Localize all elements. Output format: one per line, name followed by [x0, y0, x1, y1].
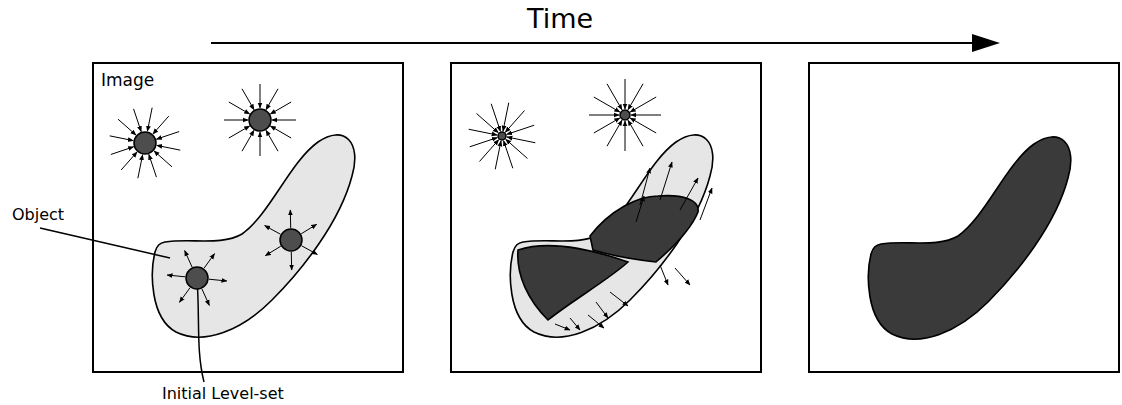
force-arrow — [153, 116, 169, 134]
force-arrow — [596, 302, 608, 318]
time-arrowhead — [972, 34, 1000, 52]
force-arrow — [167, 275, 185, 277]
force-arrow — [507, 125, 534, 134]
force-arrow — [157, 145, 181, 150]
force-arrow — [266, 89, 278, 110]
force-arrow — [111, 147, 134, 155]
force-arrow — [204, 254, 215, 269]
force-arrow — [555, 324, 570, 330]
level-set-seed — [186, 267, 208, 289]
image-frame — [809, 63, 1119, 372]
force-arrow — [185, 251, 192, 267]
force-arrow — [495, 141, 501, 169]
force-arrow — [270, 102, 291, 114]
level-set-region — [518, 246, 628, 320]
axis-label: Time — [527, 3, 593, 34]
level-set-seed — [134, 132, 156, 154]
force-arrow — [675, 268, 690, 285]
force-arrow — [266, 130, 278, 151]
force-arrow — [242, 89, 254, 110]
panel-title: Image — [101, 70, 154, 90]
image-frame — [451, 63, 761, 372]
callout-label: Initial Level-set — [162, 384, 284, 403]
force-arrow — [700, 188, 712, 220]
force-arrow — [507, 137, 535, 143]
force-arrow — [134, 109, 142, 132]
force-arrow — [229, 102, 250, 114]
force-arrow — [260, 84, 261, 108]
force-arrow — [625, 121, 626, 151]
object-shape — [152, 135, 354, 337]
callout-label: Object — [12, 205, 64, 224]
force-arrow — [202, 289, 209, 305]
force-arrow — [147, 108, 152, 132]
force-arrow — [636, 196, 644, 222]
object-shape — [510, 135, 712, 337]
level-set-seed — [249, 109, 271, 131]
force-arrow — [272, 120, 296, 121]
force-arrow — [302, 246, 318, 255]
force-arrow — [470, 138, 497, 147]
force-arrow — [179, 288, 190, 303]
force-arrow — [589, 115, 619, 116]
force-arrow — [121, 152, 137, 170]
level-set-seed — [620, 110, 630, 120]
force-arrow — [680, 178, 698, 210]
force-arrow — [660, 162, 672, 200]
leader-line — [197, 278, 204, 382]
force-arrow — [290, 210, 291, 228]
time-arrow — [211, 42, 975, 44]
force-arrow — [625, 79, 626, 109]
force-arrow — [270, 126, 291, 138]
force-arrow — [118, 119, 136, 135]
force-arrow — [630, 97, 656, 112]
force-arrow — [265, 246, 280, 255]
force-arrow — [265, 226, 281, 235]
force-arrow — [631, 115, 661, 116]
force-arrow — [628, 120, 643, 146]
force-arrow — [301, 224, 316, 233]
level-set-seed — [498, 132, 506, 140]
image-frame: Image — [92, 62, 404, 373]
force-arrow — [503, 103, 509, 131]
force-arrow — [291, 252, 292, 270]
leader-line — [40, 228, 170, 258]
force-arrow — [156, 132, 179, 140]
force-arrow — [610, 292, 628, 306]
force-arrow — [504, 141, 513, 168]
force-arrow — [607, 84, 622, 110]
force-arrow — [588, 315, 604, 328]
force-arrow — [660, 265, 668, 285]
force-arrow — [224, 120, 248, 121]
force-arrow — [110, 136, 134, 141]
force-arrow — [154, 151, 172, 167]
level-set-seed — [280, 229, 302, 251]
force-arrow — [209, 279, 227, 281]
segmented-object — [868, 137, 1070, 339]
force-arrow — [469, 129, 497, 135]
force-arrow — [640, 168, 650, 205]
force-arrow — [594, 118, 620, 133]
force-arrow — [242, 130, 254, 151]
force-arrow — [229, 126, 250, 138]
force-arrow — [138, 155, 143, 179]
force-arrow — [491, 104, 500, 131]
force-arrow — [149, 154, 157, 177]
force-arrow — [570, 318, 580, 330]
force-arrow — [260, 132, 261, 156]
